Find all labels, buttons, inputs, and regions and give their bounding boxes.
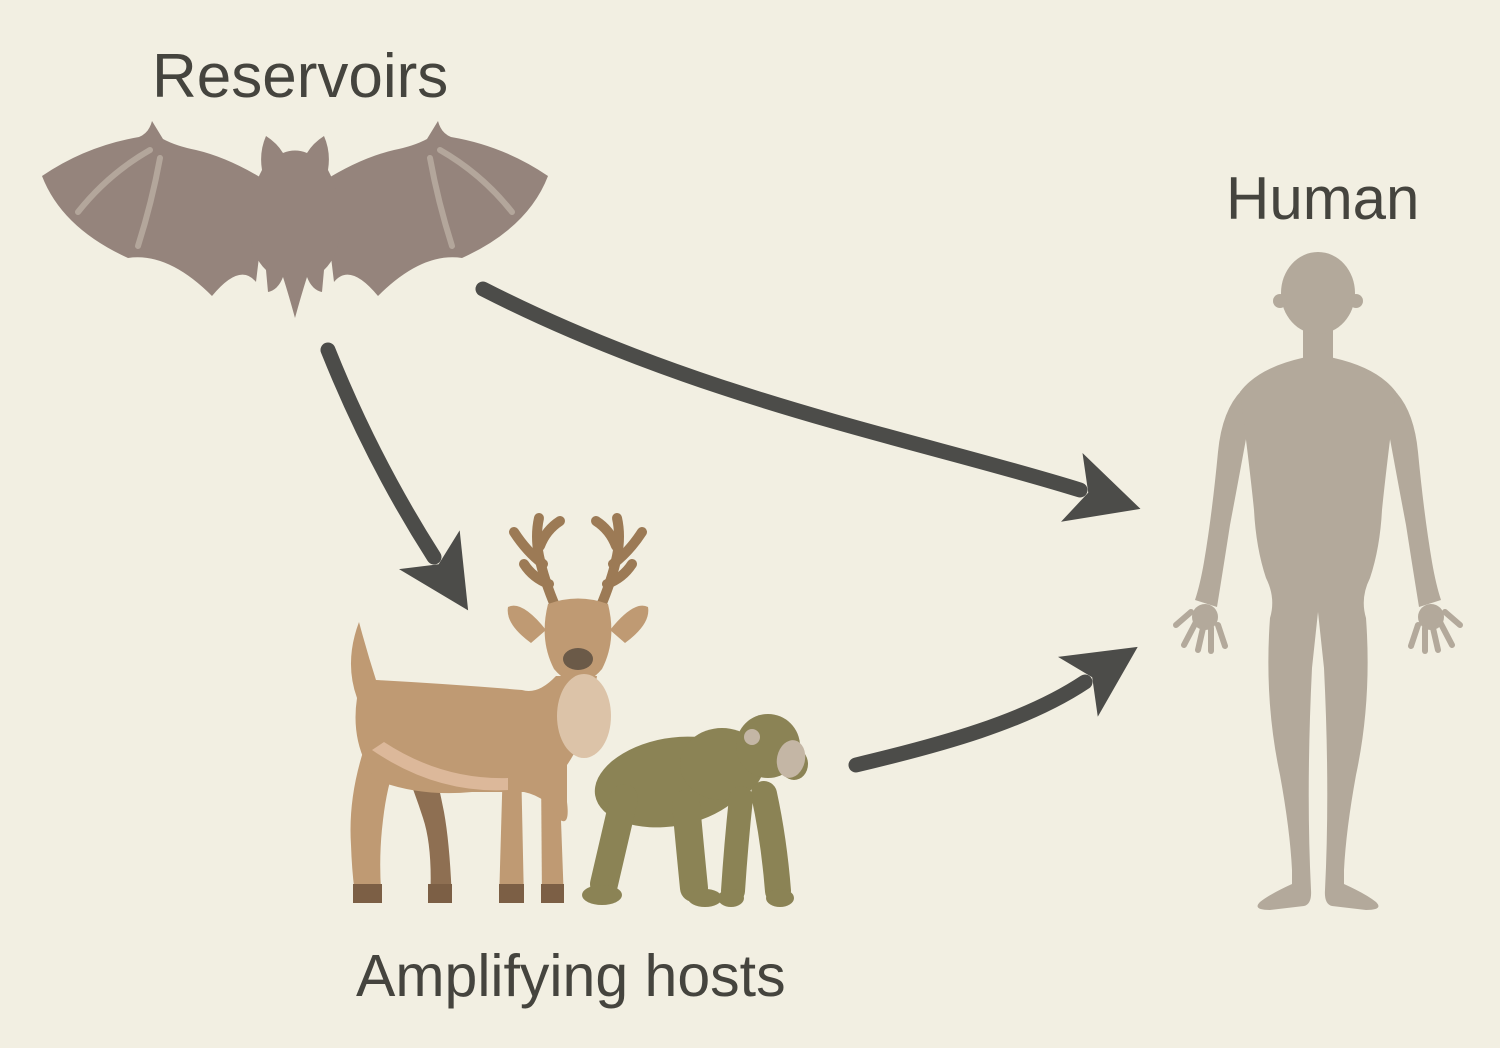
bat-wing-membrane-lines [75, 147, 515, 249]
bat-wing-line [75, 147, 153, 215]
bat-icon [42, 121, 548, 318]
arrows [320, 281, 1141, 773]
arrow-reservoir-to-amplifying-hosts [320, 342, 469, 611]
deer-right-ear [610, 605, 649, 643]
arrow-amplifying-hosts-to-human [848, 646, 1138, 773]
deer-antler [519, 559, 554, 589]
deer-hoof [499, 884, 524, 903]
deer-nose [563, 648, 593, 670]
human-ear [1349, 294, 1363, 308]
bat-wing-line [437, 147, 515, 215]
arrow-reservoir-to-human [475, 281, 1141, 522]
deer-belly-patch [372, 742, 508, 791]
deer-head [544, 598, 612, 683]
monkey-front-arm [721, 786, 753, 903]
deer-hooves [353, 884, 564, 903]
deer-antler [509, 527, 548, 569]
reservoirs-label: Reservoirs [152, 42, 448, 111]
bat-body [250, 136, 340, 318]
deer-hoof [428, 884, 452, 903]
deer-antler [591, 516, 621, 551]
monkey-hand [718, 889, 744, 907]
deer-rear-leg [350, 752, 397, 902]
human-ear [1273, 294, 1287, 308]
monkey-icon [582, 714, 808, 907]
monkey-hind-leg [590, 784, 638, 898]
human-finger [1181, 619, 1199, 648]
human-label: Human [1226, 165, 1419, 232]
deer-antlers [509, 513, 647, 613]
bat-wing-line [427, 155, 455, 249]
monkey-face-patch [776, 740, 806, 778]
bat-wing-line [135, 155, 163, 249]
human-finger [1437, 619, 1455, 648]
human-finger [1195, 625, 1206, 653]
deer-left-ear [507, 605, 546, 643]
human-finger [1173, 609, 1194, 628]
amplifying-hosts-label: Amplifying hosts [356, 943, 786, 1009]
deer-chest-patch [557, 674, 611, 758]
deer-hoof [541, 884, 564, 903]
human-fingers [1173, 609, 1463, 654]
deer-antler [608, 527, 647, 569]
human-finger [1430, 625, 1441, 653]
human-torso-and-legs [1240, 356, 1396, 910]
monkey-front-arm [751, 781, 791, 904]
deer-front-leg [499, 762, 524, 902]
deer-icon [350, 513, 649, 903]
bat-right-wing [322, 121, 548, 296]
monkey-hand [766, 889, 794, 907]
monkey-ear [744, 729, 760, 745]
bat-left-wing [42, 121, 268, 296]
deer-antler [535, 516, 565, 551]
deer-antler [602, 559, 637, 589]
monkey-limbs [590, 781, 791, 904]
human-right-arm [1386, 390, 1441, 607]
human-head [1281, 252, 1355, 334]
human-figure-icon [1173, 252, 1463, 910]
deer-hoof [353, 884, 382, 903]
monkey-foot [582, 885, 622, 905]
monkey-foot [688, 889, 722, 907]
monkey-hind-leg [672, 790, 708, 902]
human-finger [1215, 622, 1228, 649]
human-finger [1408, 622, 1421, 649]
human-finger [1442, 609, 1463, 628]
human-left-arm [1195, 390, 1250, 607]
